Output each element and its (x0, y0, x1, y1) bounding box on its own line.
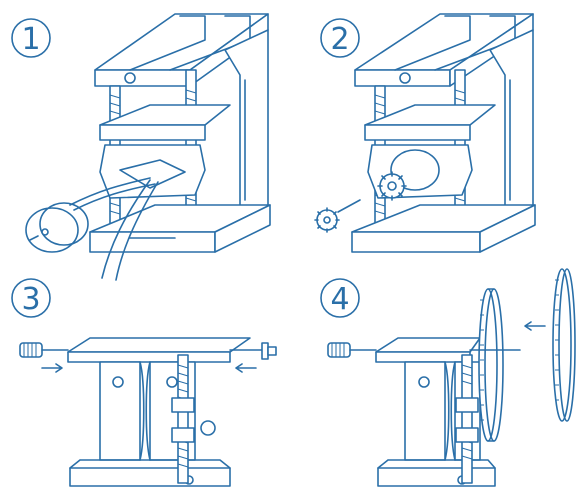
step-1-badge: 1 (11, 18, 51, 58)
gear-icon (314, 199, 361, 233)
step-1-number: 1 (21, 22, 40, 57)
arrow-icon (235, 363, 257, 373)
step-1-press-frame (89, 13, 271, 253)
wire-icon (101, 179, 159, 281)
motor-icon (25, 177, 156, 253)
circle-number-icon (320, 18, 360, 58)
arrow-icon (41, 363, 63, 373)
step-1-panel: 1 (11, 13, 271, 281)
step-2-press-frame (351, 13, 536, 253)
gear-icon (552, 268, 576, 422)
gear-icon (469, 288, 521, 442)
shaft-rod (19, 342, 277, 360)
step-3-press-frame (67, 337, 251, 487)
circle-number-icon (11, 18, 51, 58)
bolt-icon (124, 72, 136, 84)
step-4-panel: 4 (320, 268, 576, 487)
screw-icon (455, 354, 479, 484)
step-3-panel: 3 (11, 278, 277, 487)
step-4-badge: 4 (320, 278, 360, 318)
circle-number-icon (11, 278, 51, 318)
step-2-panel: 2 (314, 13, 536, 253)
bolt-icon (399, 72, 411, 84)
step-2-number: 2 (330, 22, 349, 57)
gear-icon (377, 171, 407, 201)
arrow-icon (524, 321, 546, 331)
screw-icon (171, 354, 216, 484)
circle-number-icon (320, 278, 360, 318)
step-2-badge: 2 (320, 18, 360, 58)
step-3-number: 3 (21, 282, 40, 317)
step-3-badge: 3 (11, 278, 51, 318)
step-4-number: 4 (330, 282, 349, 317)
gear-icon (200, 420, 216, 436)
